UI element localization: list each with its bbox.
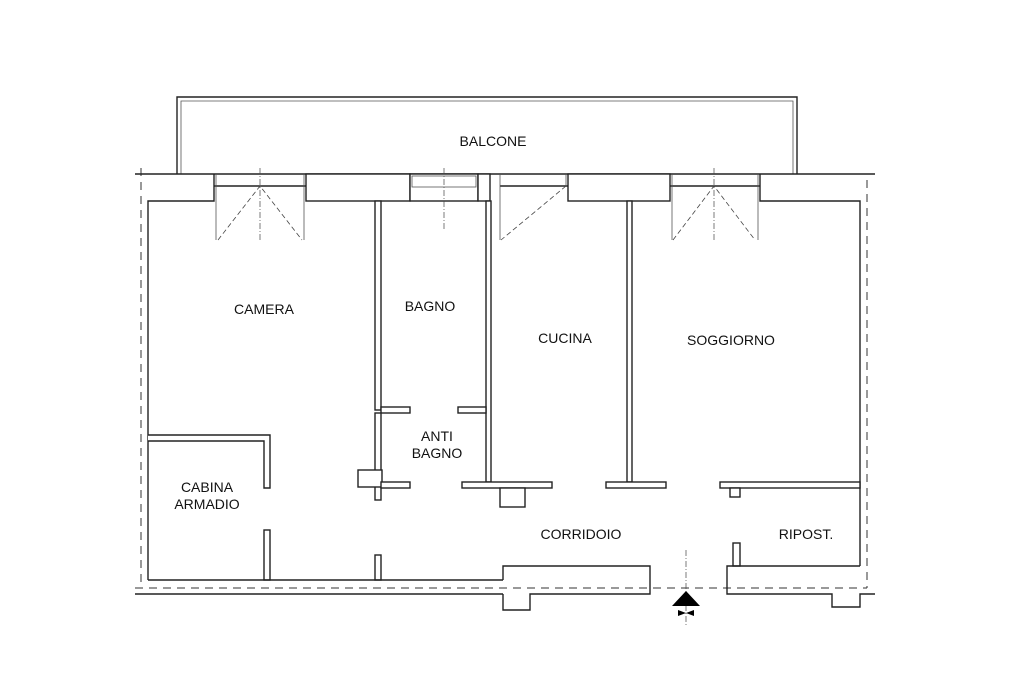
- property-boundary: [135, 168, 868, 589]
- window-soggiorno: [670, 168, 760, 241]
- cabina-line2: ARMADIO: [174, 496, 240, 512]
- room-label-cucina: CUCINA: [538, 330, 592, 346]
- antibagno-line1: ANTI: [421, 428, 453, 444]
- room-label-cabina-armadio: CABINA ARMADIO: [174, 479, 239, 513]
- exterior-wall-bottom: [135, 550, 875, 625]
- room-label-balcone: BALCONE: [459, 133, 527, 149]
- room-label-bagno: BAGNO: [404, 298, 456, 314]
- room-label-ripostiglio: RIPOST.: [778, 526, 834, 542]
- door-cucina: [499, 174, 568, 241]
- room-label-soggiorno: SOGGIORNO: [687, 332, 775, 348]
- balcony: [176, 96, 798, 174]
- room-label-corridoio: CORRIDOIO: [540, 526, 622, 542]
- window-camera: [214, 168, 306, 241]
- antibagno-line2: BAGNO: [411, 445, 463, 461]
- entrance-arrow-icon: [672, 591, 700, 616]
- exterior-wall-top: [135, 173, 875, 580]
- interior-walls: [148, 200, 861, 581]
- room-label-antibagno: ANTI BAGNO: [412, 428, 463, 462]
- room-label-camera: CAMERA: [234, 301, 294, 317]
- cabina-line1: CABINA: [180, 479, 234, 495]
